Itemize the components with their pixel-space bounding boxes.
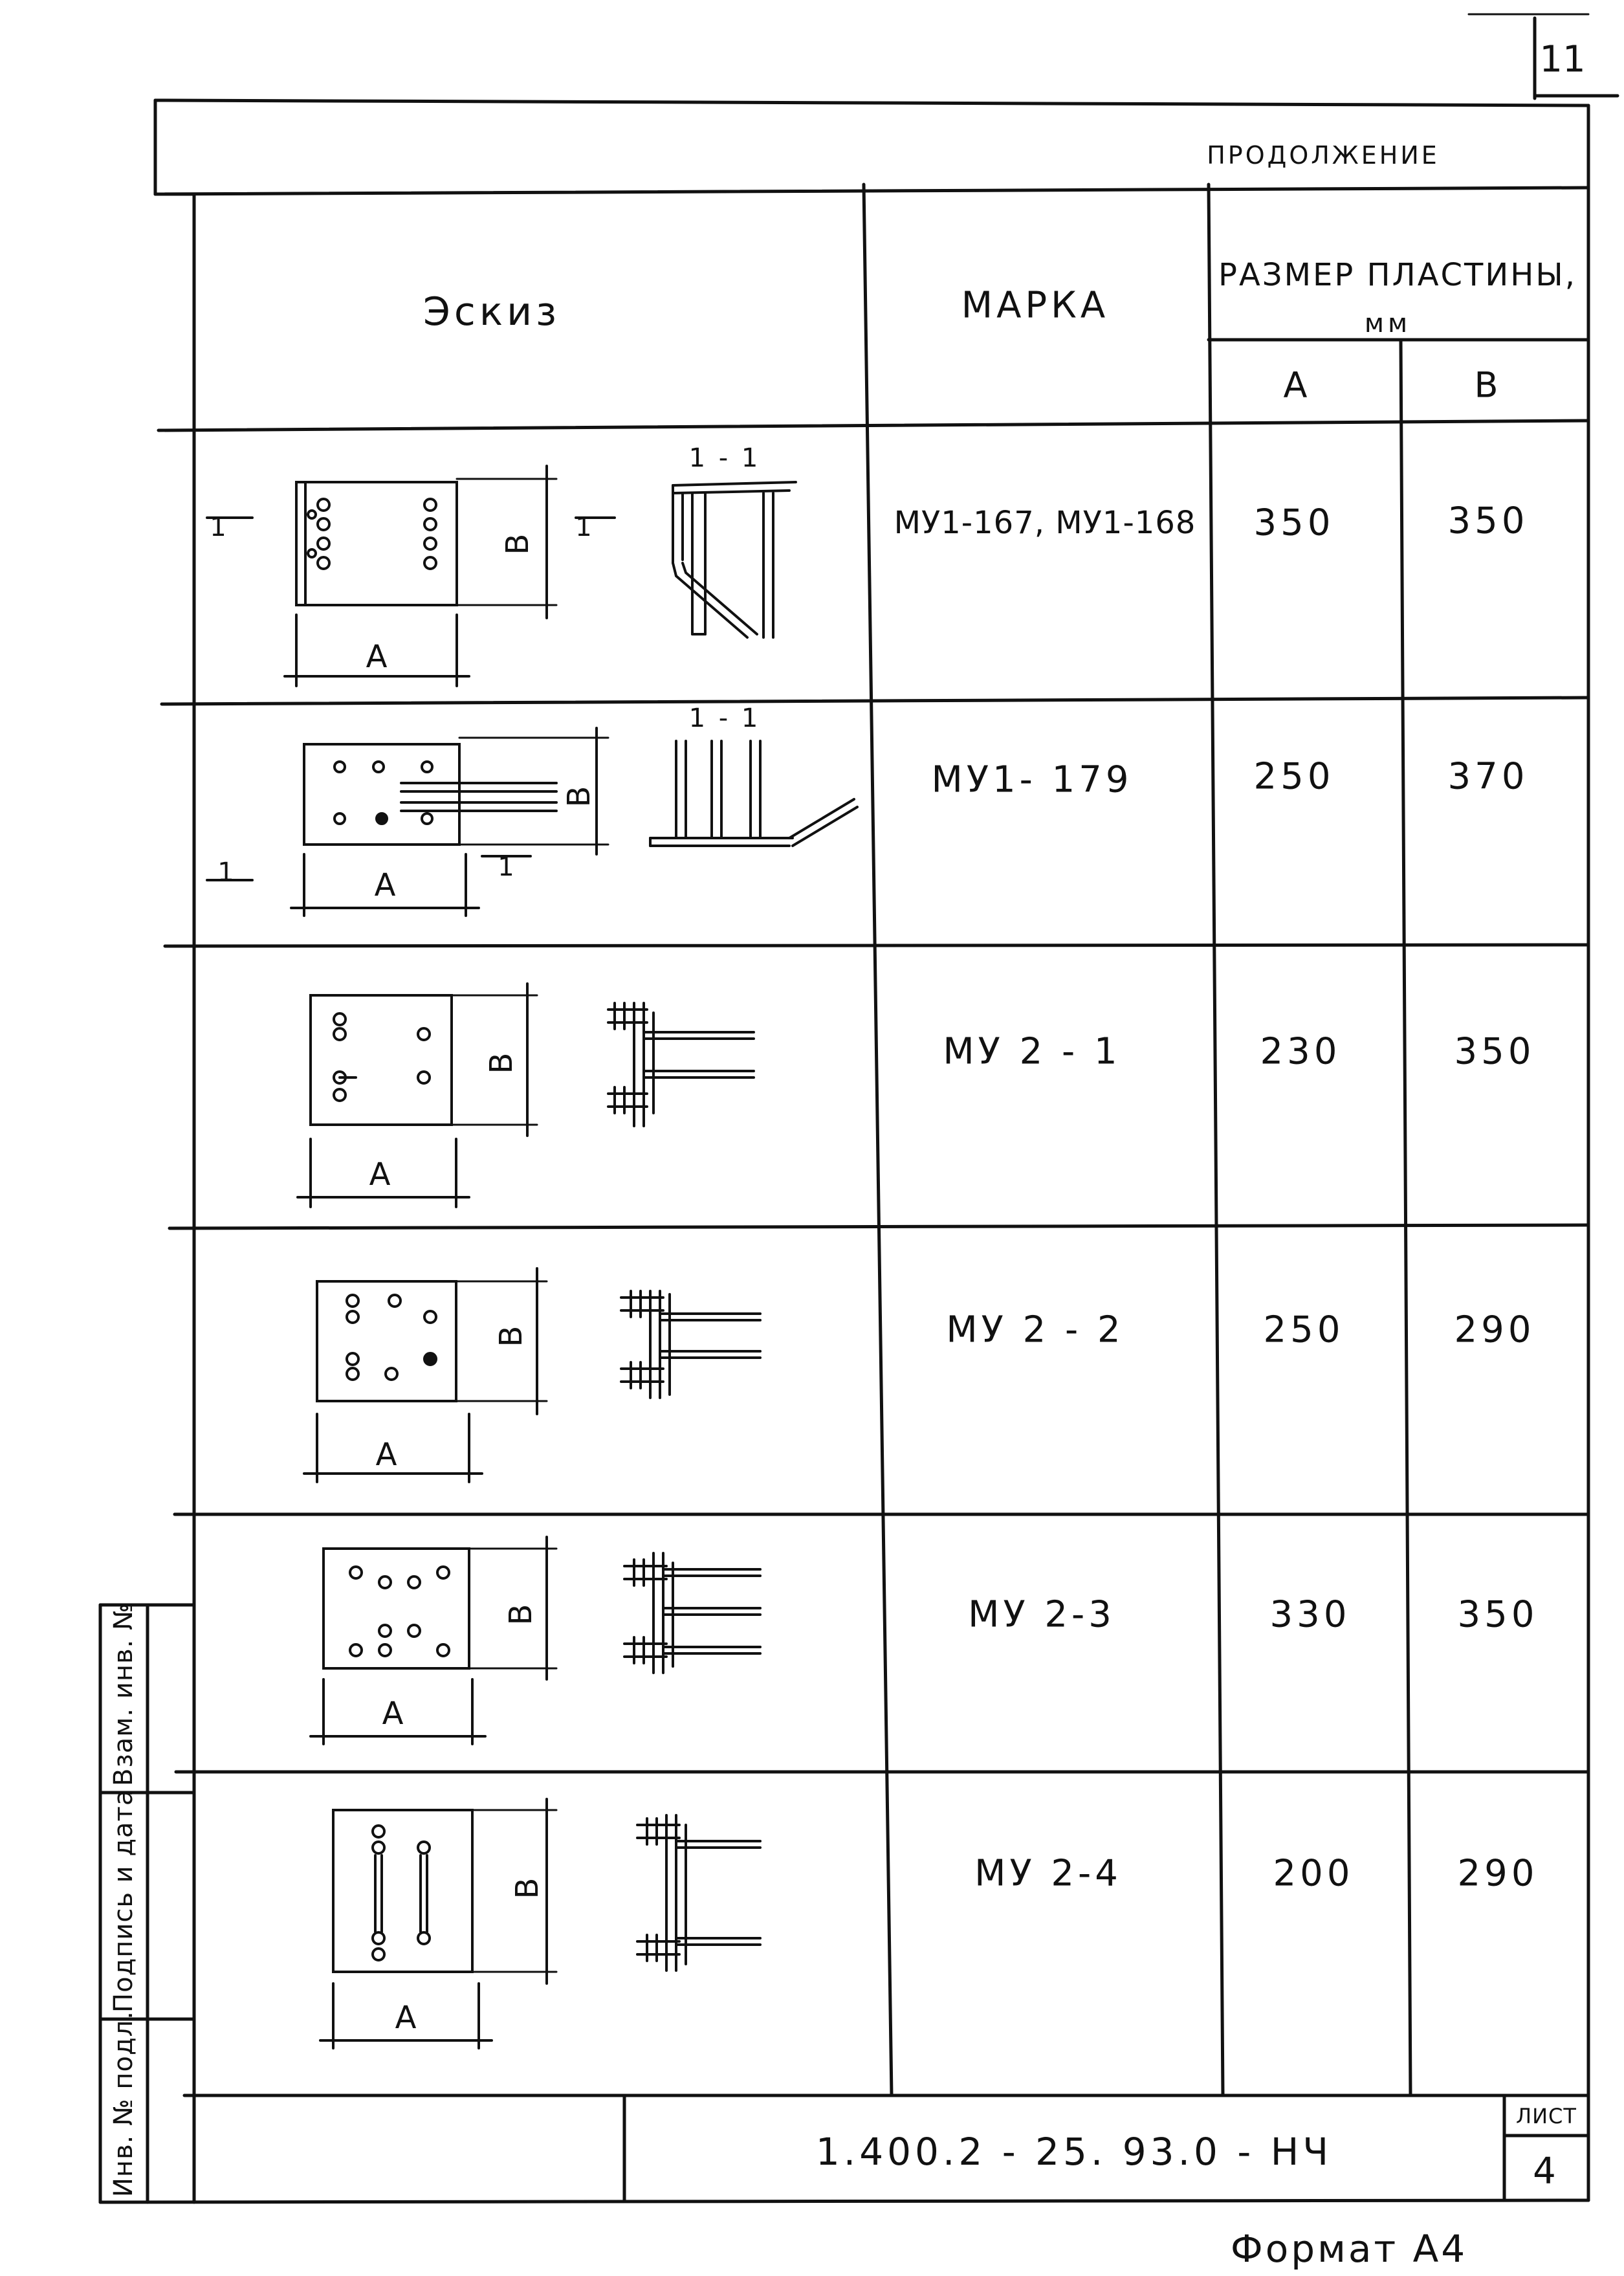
row-6-a: 200 bbox=[1273, 1852, 1354, 1895]
sheet-number: 4 bbox=[1533, 2150, 1560, 2193]
row-6-dim-b: В bbox=[509, 1873, 545, 1899]
row-2-sketch bbox=[206, 727, 859, 917]
row-6-b: 290 bbox=[1457, 1852, 1539, 1895]
row-6-mark: МУ 2-4 bbox=[974, 1852, 1122, 1895]
row-6-dim-a: А bbox=[395, 2000, 421, 2036]
row-2-dim-b: В bbox=[561, 782, 597, 808]
row-1-mark: МУ1-167, МУ1-168 bbox=[894, 505, 1196, 541]
row-1-section-mark-left: 1 bbox=[210, 513, 230, 542]
row-2-section-mark-right: 1 bbox=[498, 852, 518, 882]
row-3-a: 230 bbox=[1260, 1030, 1341, 1073]
row-1-b: 350 bbox=[1447, 500, 1529, 542]
header-mark: МАРКА bbox=[961, 284, 1110, 327]
doc-code: 1.400.2 - 25. 93.0 - НЧ bbox=[815, 2130, 1333, 2174]
row-3-dim-b: В bbox=[483, 1048, 520, 1074]
sidebar-vzam-inv: Взам. инв. № bbox=[109, 1602, 138, 1786]
row-3-dim-a: А bbox=[369, 1156, 395, 1193]
format-label: Формат А4 bbox=[1230, 2227, 1468, 2271]
sidebar-inv-podl: Инв. № подл. bbox=[109, 2011, 138, 2197]
row-4-dim-a: А bbox=[375, 1437, 401, 1473]
row-2-a: 250 bbox=[1253, 755, 1335, 798]
row-2-section-mark-left: 1 bbox=[217, 857, 238, 887]
row-1-dim-a: А bbox=[366, 639, 391, 675]
row-3-mark: МУ 2 - 1 bbox=[943, 1030, 1121, 1073]
row-4-a: 250 bbox=[1263, 1309, 1344, 1351]
row-5-sketch bbox=[309, 1536, 762, 1745]
row-2-section-label: 1 - 1 bbox=[688, 703, 761, 733]
header-plate-size-unit: мм bbox=[1364, 309, 1412, 338]
row-6-sketch bbox=[319, 1798, 762, 2050]
row-1-section-label: 1 - 1 bbox=[688, 443, 761, 473]
row-1-dim-b: В bbox=[499, 529, 536, 555]
row-1-sketch bbox=[206, 465, 797, 687]
row-3-sketch bbox=[296, 982, 755, 1208]
row-2-b: 370 bbox=[1447, 755, 1529, 798]
sheet-label: ЛИСТ bbox=[1516, 2104, 1577, 2128]
sidebar-podpis-data: Подпись и дата bbox=[109, 1789, 138, 2013]
header-col-b: В bbox=[1474, 364, 1502, 406]
header-sketch: Эскиз bbox=[422, 289, 561, 335]
row-4-sketch bbox=[303, 1267, 762, 1483]
row-5-dim-a: А bbox=[382, 1696, 408, 1732]
row-5-mark: МУ 2-3 bbox=[968, 1593, 1115, 1636]
row-4-dim-b: В bbox=[493, 1321, 529, 1347]
row-5-b: 350 bbox=[1457, 1593, 1539, 1636]
row-2-mark: МУ1- 179 bbox=[931, 758, 1133, 801]
header-col-a: А bbox=[1283, 364, 1311, 406]
page-number: 11 bbox=[1539, 38, 1586, 81]
continuation-label: ПРОДОЛЖЕНИЕ bbox=[1207, 141, 1440, 170]
row-3-b: 350 bbox=[1454, 1030, 1535, 1073]
row-1-section-mark-right: 1 bbox=[575, 513, 596, 542]
row-4-mark: МУ 2 - 2 bbox=[946, 1309, 1125, 1351]
header-plate-size: РАЗМЕР ПЛАСТИНЫ, bbox=[1218, 257, 1577, 293]
row-1-a: 350 bbox=[1253, 502, 1335, 544]
row-5-dim-b: В bbox=[503, 1600, 539, 1626]
row-5-a: 330 bbox=[1269, 1593, 1351, 1636]
row-2-dim-a: А bbox=[374, 867, 400, 903]
row-4-b: 290 bbox=[1454, 1309, 1535, 1351]
